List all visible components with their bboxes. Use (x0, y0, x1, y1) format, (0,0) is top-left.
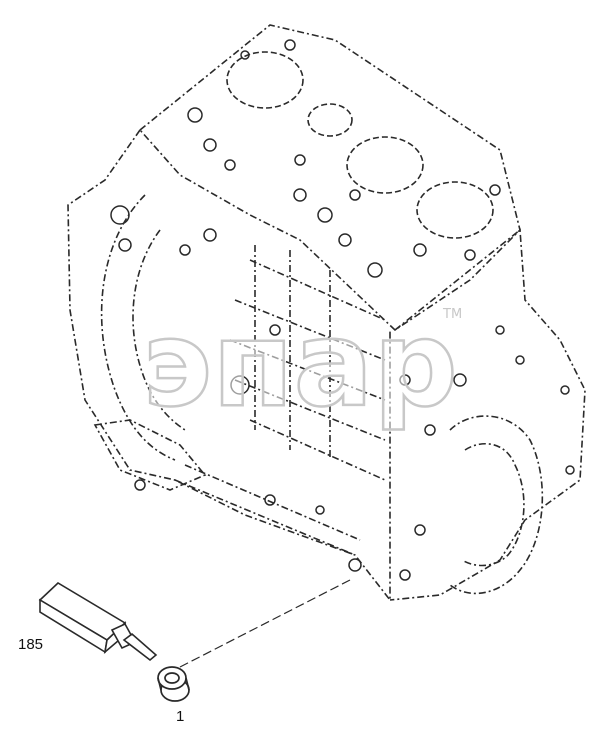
svg-text:TM: TM (442, 307, 462, 322)
cylinder-bores (226, 51, 494, 239)
watermark-logo: эпар TM (141, 294, 462, 435)
plug-ring-icon (157, 666, 190, 702)
sealant-tube-icon (38, 582, 158, 662)
bolt-holes (110, 39, 575, 581)
callout-1: 1 (176, 708, 185, 725)
engine-block (67, 24, 586, 603)
leader-line (179, 579, 351, 668)
callout-185: 185 (18, 636, 44, 653)
svg-text:эпар: эпар (142, 295, 458, 433)
